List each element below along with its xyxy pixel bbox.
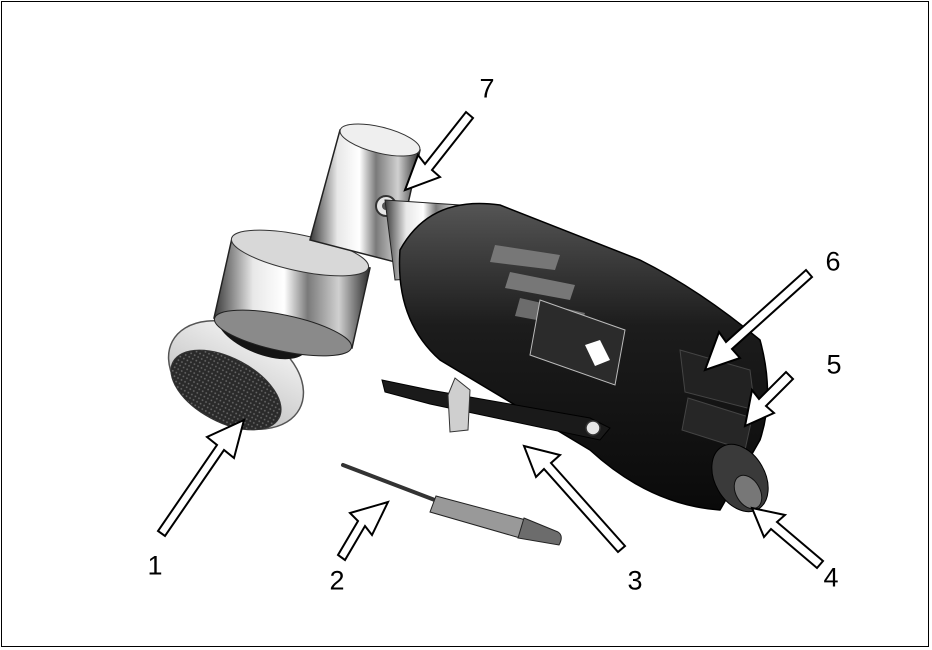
callout-arrow-4 [750, 506, 825, 570]
tool-body [398, 202, 769, 513]
throttle-lever [381, 377, 611, 441]
callout-arrow-6 [703, 268, 814, 372]
callout-arrow-7 [403, 110, 475, 192]
callout-arrow-1 [156, 418, 246, 538]
callout-label-3: 3 [627, 565, 643, 596]
callout-arrow-3 [522, 444, 627, 554]
callout-label-5: 5 [826, 349, 842, 380]
pin-spanner [341, 463, 562, 546]
callout-label-4: 4 [823, 562, 839, 593]
callout-arrows [156, 110, 825, 570]
callout-arrow-5 [743, 370, 795, 428]
callout-arrow-2 [336, 500, 390, 562]
callout-label-2: 2 [329, 565, 345, 596]
callout-label-7: 7 [479, 73, 495, 104]
chrome-collar [213, 229, 371, 357]
callout-label-1: 1 [147, 550, 163, 581]
callout-label-6: 6 [825, 246, 841, 277]
